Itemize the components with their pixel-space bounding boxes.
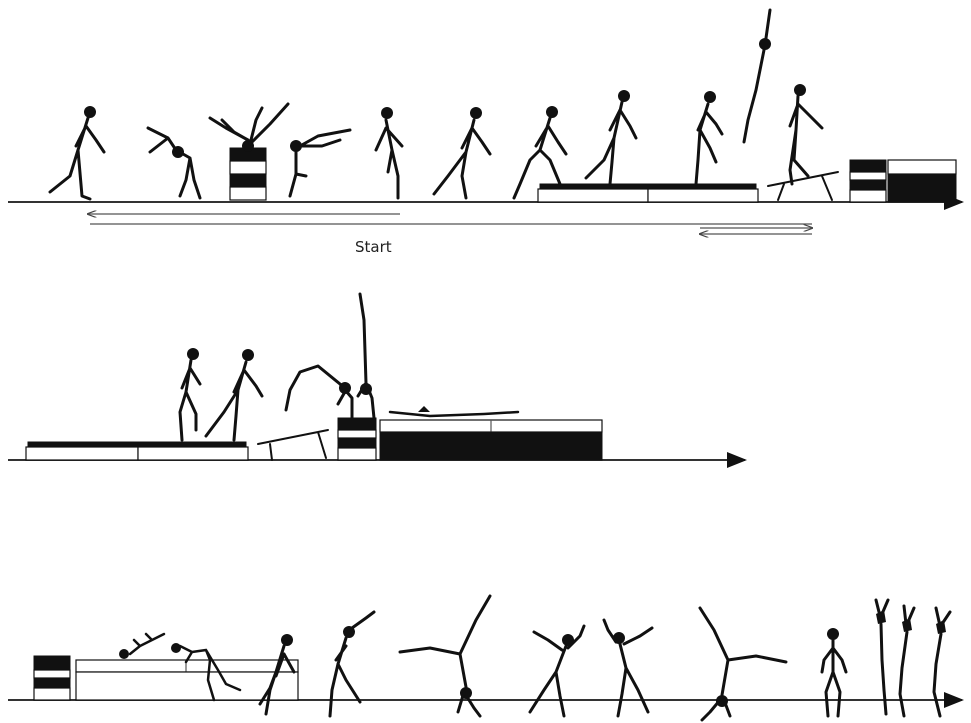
figure-standing	[820, 628, 848, 718]
box-3	[337, 417, 377, 461]
mats-row-1	[537, 183, 759, 203]
row-3	[8, 594, 964, 722]
start-label: Start	[355, 238, 392, 256]
box-2	[849, 159, 887, 203]
figure-vault-handstand	[356, 292, 376, 420]
vault-table-1	[887, 159, 957, 203]
figure-box-vault	[208, 102, 290, 152]
figure-cartwheel-2	[698, 606, 788, 722]
mats-row-2	[25, 441, 249, 461]
springboard-2	[257, 429, 329, 461]
figure-walking-2	[374, 107, 404, 200]
figure-arms-up-1	[874, 598, 890, 716]
box-1	[229, 147, 267, 201]
row-2	[8, 292, 747, 468]
figure-walking-row2-1	[178, 348, 202, 442]
figure-landing	[258, 634, 296, 716]
vault-table-3	[75, 659, 299, 701]
figure-star-1	[528, 624, 586, 718]
vault-table-2	[379, 419, 603, 461]
figure-crawling-2	[171, 643, 242, 702]
figure-step-onto-mat	[512, 106, 568, 200]
figure-jump-reach	[328, 610, 376, 718]
figure-star-2	[602, 618, 654, 718]
box-4	[33, 655, 71, 701]
figure-crawling-1	[119, 632, 166, 659]
row-1: Start	[8, 8, 964, 256]
springboard-1	[767, 171, 839, 201]
figure-arms-up-3	[932, 606, 952, 718]
figure-walking-row2-2	[204, 349, 264, 442]
figure-lying	[388, 406, 520, 418]
figure-springboard	[788, 84, 824, 186]
figure-rolling	[146, 126, 202, 200]
figure-walking-4	[584, 90, 638, 186]
figure-side-roll	[288, 128, 352, 198]
figure-walking-5	[694, 91, 724, 186]
figure-vault-arch	[284, 364, 354, 420]
figure-arms-up-2	[898, 604, 916, 718]
figure-walking-3	[432, 107, 492, 200]
figure-walking-1	[48, 106, 106, 201]
figure-jump-high	[742, 8, 772, 144]
figure-cartwheel-1	[398, 594, 492, 718]
